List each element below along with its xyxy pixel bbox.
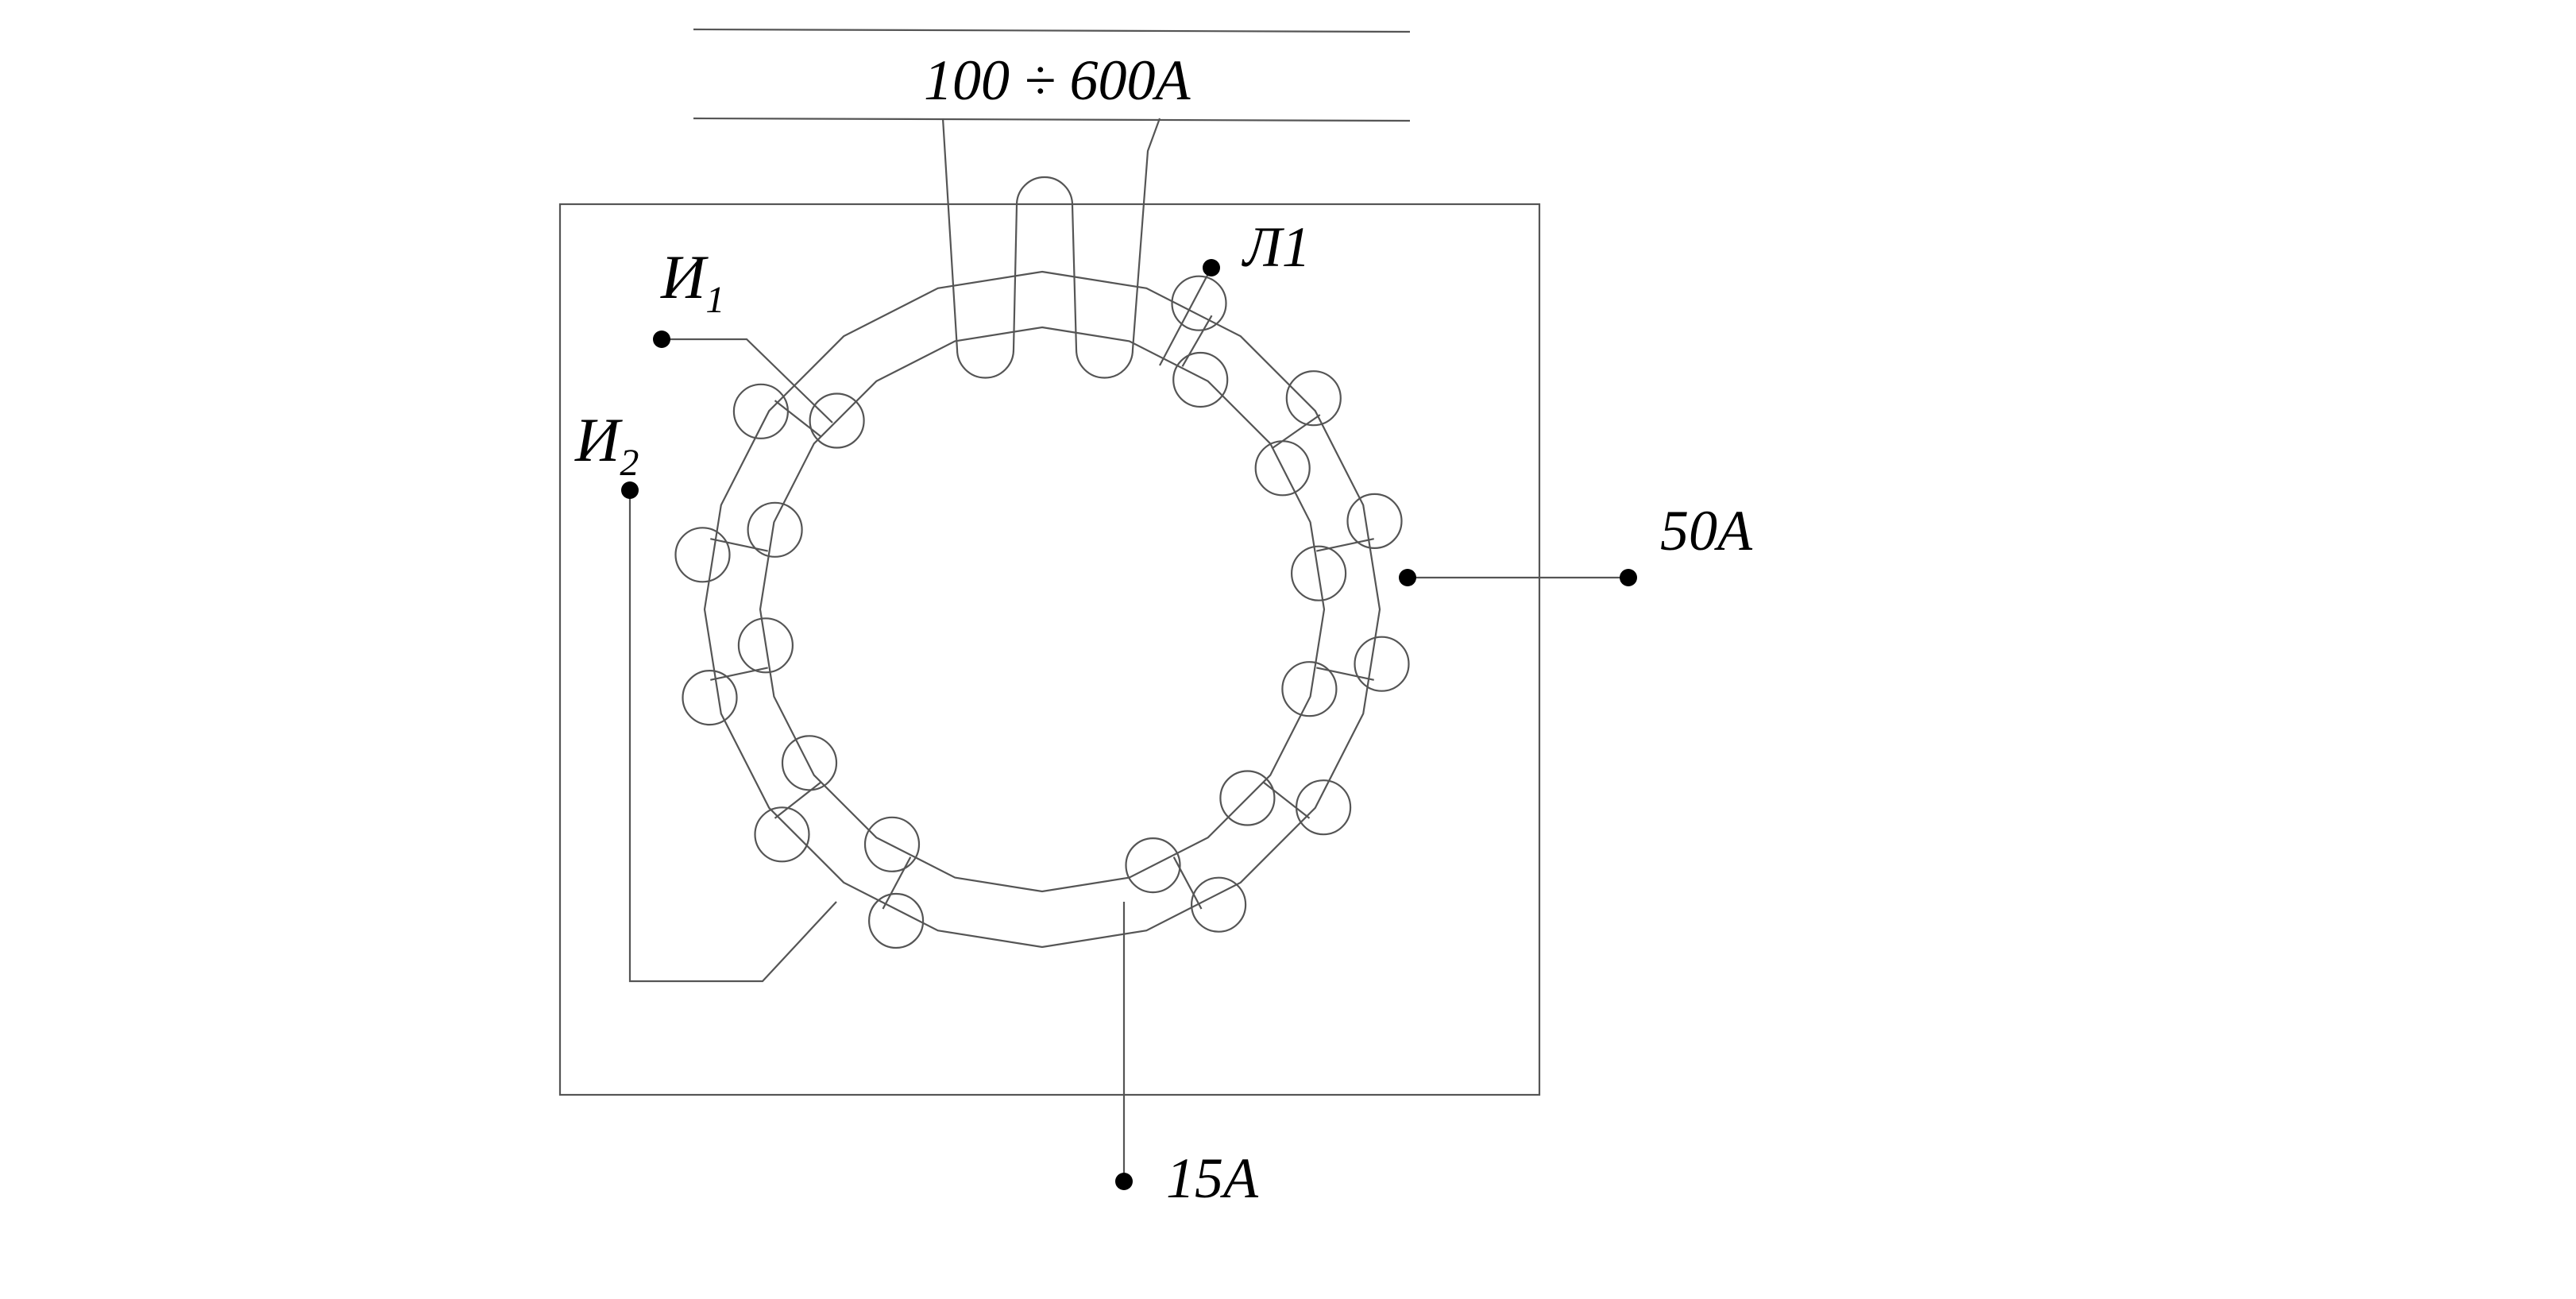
lead-i2	[628, 490, 837, 983]
winding-turn-segment	[710, 667, 768, 681]
winding-outer-loop	[1346, 493, 1403, 550]
winding-outer-loop	[1171, 275, 1227, 331]
lead-i1	[662, 338, 833, 423]
terminal-l1-dot	[1203, 259, 1220, 276]
label-50a: 50А	[1660, 499, 1753, 563]
winding-outer-loop	[674, 527, 731, 583]
terminal-50a-tap-dot	[1399, 569, 1416, 586]
winding-turn-segment	[1316, 538, 1374, 552]
label-primary-current: 100 ÷ 600А	[924, 48, 1191, 112]
winding-turn-segment	[1181, 315, 1213, 367]
toroid-core-segments	[710, 315, 1374, 910]
terminal-15a-dot	[1115, 1173, 1133, 1190]
winding-inner-loop	[863, 816, 921, 872]
label-i1-letter: И	[660, 242, 709, 311]
label-15a: 15А	[1166, 1146, 1259, 1210]
winding-inner-loop	[747, 501, 803, 558]
primary-conductor-loop	[941, 118, 1161, 379]
label-l1: Л1	[1242, 215, 1311, 279]
label-i1: И1	[660, 242, 724, 321]
winding-turn-segment	[710, 538, 768, 552]
label-i2-sub: 2	[620, 442, 639, 484]
primary-bus-bottom	[693, 117, 1411, 122]
winding-outer-loop	[754, 806, 810, 863]
label-i1-sub: 1	[705, 279, 724, 321]
winding-inner-loop	[809, 392, 865, 449]
primary-bus-top	[693, 28, 1411, 33]
winding-outer-loop	[1354, 636, 1410, 692]
winding-turn-segment	[774, 781, 822, 819]
winding-turn-segment	[1172, 856, 1203, 910]
winding-inner-loop	[1125, 837, 1181, 894]
winding-inner-loop	[1254, 440, 1311, 497]
winding-inner-loop	[737, 617, 794, 674]
label-i2: И2	[574, 405, 639, 484]
winding-outer-loop	[682, 669, 738, 726]
winding-outer-loop	[1295, 779, 1352, 836]
toroid-core-inner	[759, 326, 1326, 893]
winding-outer-loop	[1285, 370, 1342, 427]
label-i2-letter: И	[574, 405, 623, 474]
terminal-50a-dot	[1620, 569, 1637, 586]
winding-turn-segment	[882, 856, 912, 910]
winding-outer-loop	[1190, 876, 1247, 933]
winding-inner-loop	[1172, 351, 1229, 408]
transformer-enclosure	[558, 203, 1541, 1096]
winding-turn-segment	[1271, 414, 1321, 450]
secondary-winding	[674, 275, 1410, 949]
toroid-core-outer	[703, 270, 1381, 949]
terminal-i1-dot	[653, 331, 670, 348]
winding-turn-segment	[1316, 667, 1374, 681]
winding-inner-loop	[1290, 545, 1347, 601]
terminal-i2-dot	[621, 481, 639, 499]
winding-turn-segment	[774, 400, 822, 438]
lead-l1	[1159, 267, 1212, 366]
winding-inner-loop	[781, 735, 838, 791]
winding-inner-loop	[1281, 661, 1338, 717]
winding-outer-loop	[732, 383, 790, 439]
winding-inner-loop	[1219, 770, 1276, 826]
winding-outer-loop	[867, 892, 925, 949]
winding-turn-segment	[1262, 781, 1311, 819]
